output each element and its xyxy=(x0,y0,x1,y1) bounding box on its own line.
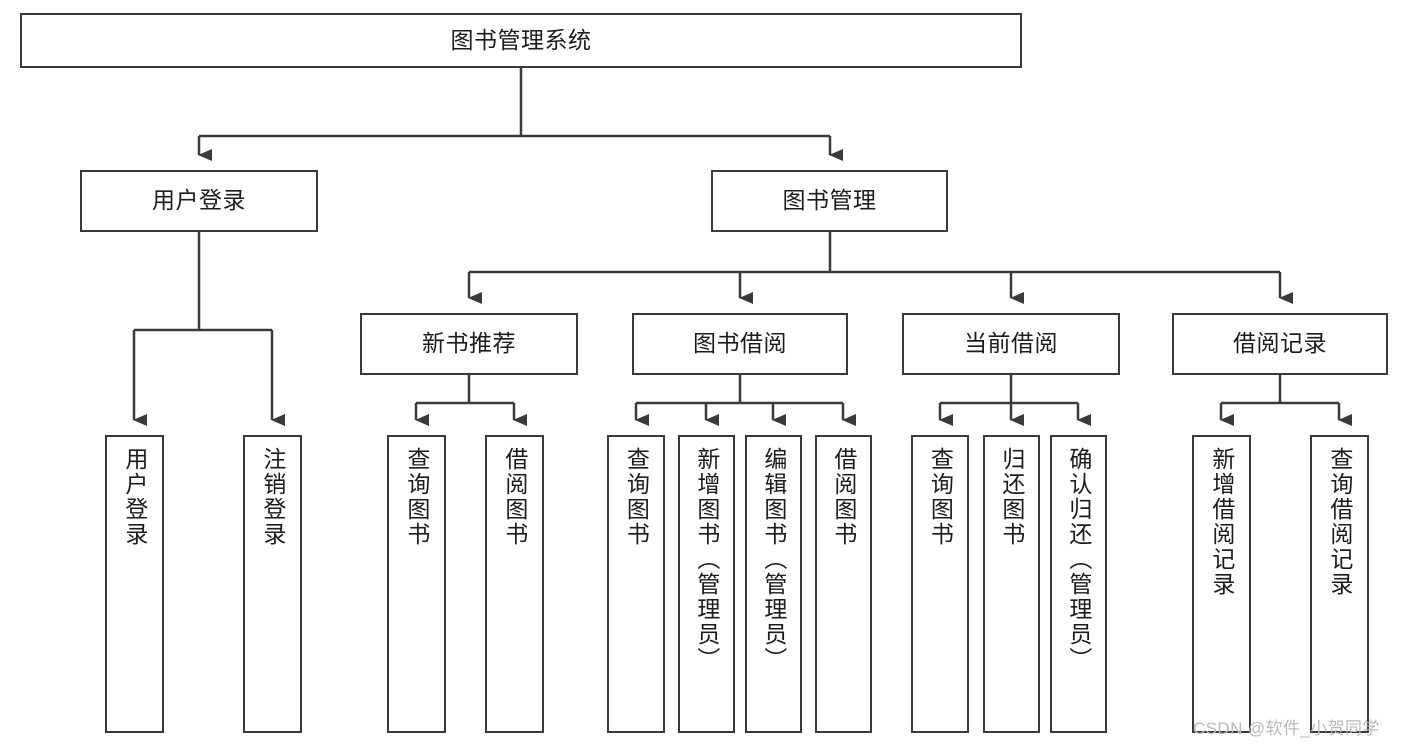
node-book-manage[interactable]: 图书管理 xyxy=(711,170,948,232)
node-leaf-edit-book-label: 编辑图书（管理员） xyxy=(760,447,787,672)
node-current-borrow[interactable]: 当前借阅 xyxy=(902,313,1120,375)
node-current-borrow-label: 当前借阅 xyxy=(964,330,1058,357)
watermark-text: CSDN @软件_小贺同学 xyxy=(1193,719,1380,738)
node-leaf-add-book-label: 新增图书（管理员） xyxy=(693,447,720,672)
node-borrow-record-label: 借阅记录 xyxy=(1233,330,1327,357)
node-leaf-borrow-book-2[interactable]: 借阅图书 xyxy=(815,435,872,733)
node-user-login[interactable]: 用户登录 xyxy=(80,170,318,232)
node-new-book-rec[interactable]: 新书推荐 xyxy=(360,313,578,375)
node-leaf-add-record[interactable]: 新增借阅记录 xyxy=(1192,435,1251,733)
node-leaf-borrow-book-1[interactable]: 借阅图书 xyxy=(485,435,544,733)
node-book-borrow-label: 图书借阅 xyxy=(693,330,787,357)
node-new-book-rec-label: 新书推荐 xyxy=(422,330,516,357)
node-leaf-confirm-return-label: 确认归还（管理员） xyxy=(1065,447,1092,672)
node-leaf-edit-book[interactable]: 编辑图书（管理员） xyxy=(745,435,802,733)
node-leaf-query-record[interactable]: 查询借阅记录 xyxy=(1310,435,1369,733)
node-book-borrow[interactable]: 图书借阅 xyxy=(632,313,848,375)
node-leaf-query-book-2[interactable]: 查询图书 xyxy=(607,435,665,733)
node-leaf-query-book-2-label: 查询图书 xyxy=(623,447,650,547)
node-leaf-borrow-book-1-label: 借阅图书 xyxy=(501,447,528,547)
node-leaf-add-record-label: 新增借阅记录 xyxy=(1208,447,1235,597)
node-root-label: 图书管理系统 xyxy=(450,26,592,53)
node-leaf-logout-label: 注销登录 xyxy=(259,447,286,547)
node-leaf-query-record-label: 查询借阅记录 xyxy=(1326,447,1353,597)
node-borrow-record[interactable]: 借阅记录 xyxy=(1172,313,1388,375)
node-leaf-add-book[interactable]: 新增图书（管理员） xyxy=(678,435,735,733)
node-leaf-borrow-book-2-label: 借阅图书 xyxy=(830,447,857,547)
node-leaf-return-book[interactable]: 归还图书 xyxy=(983,435,1040,733)
node-leaf-return-book-label: 归还图书 xyxy=(998,447,1025,547)
node-leaf-query-book-3-label: 查询图书 xyxy=(927,447,954,547)
node-leaf-user-login[interactable]: 用户登录 xyxy=(105,435,164,733)
node-leaf-user-login-label: 用户登录 xyxy=(121,447,148,547)
node-leaf-confirm-return[interactable]: 确认归还（管理员） xyxy=(1050,435,1107,733)
node-leaf-query-book-1-label: 查询图书 xyxy=(403,447,430,547)
node-user-login-label: 用户登录 xyxy=(152,187,246,214)
node-leaf-query-book-1[interactable]: 查询图书 xyxy=(387,435,446,733)
node-leaf-logout[interactable]: 注销登录 xyxy=(243,435,302,733)
node-book-manage-label: 图书管理 xyxy=(782,187,877,214)
node-root[interactable]: 图书管理系统 xyxy=(20,13,1022,68)
node-leaf-query-book-3[interactable]: 查询图书 xyxy=(911,435,969,733)
